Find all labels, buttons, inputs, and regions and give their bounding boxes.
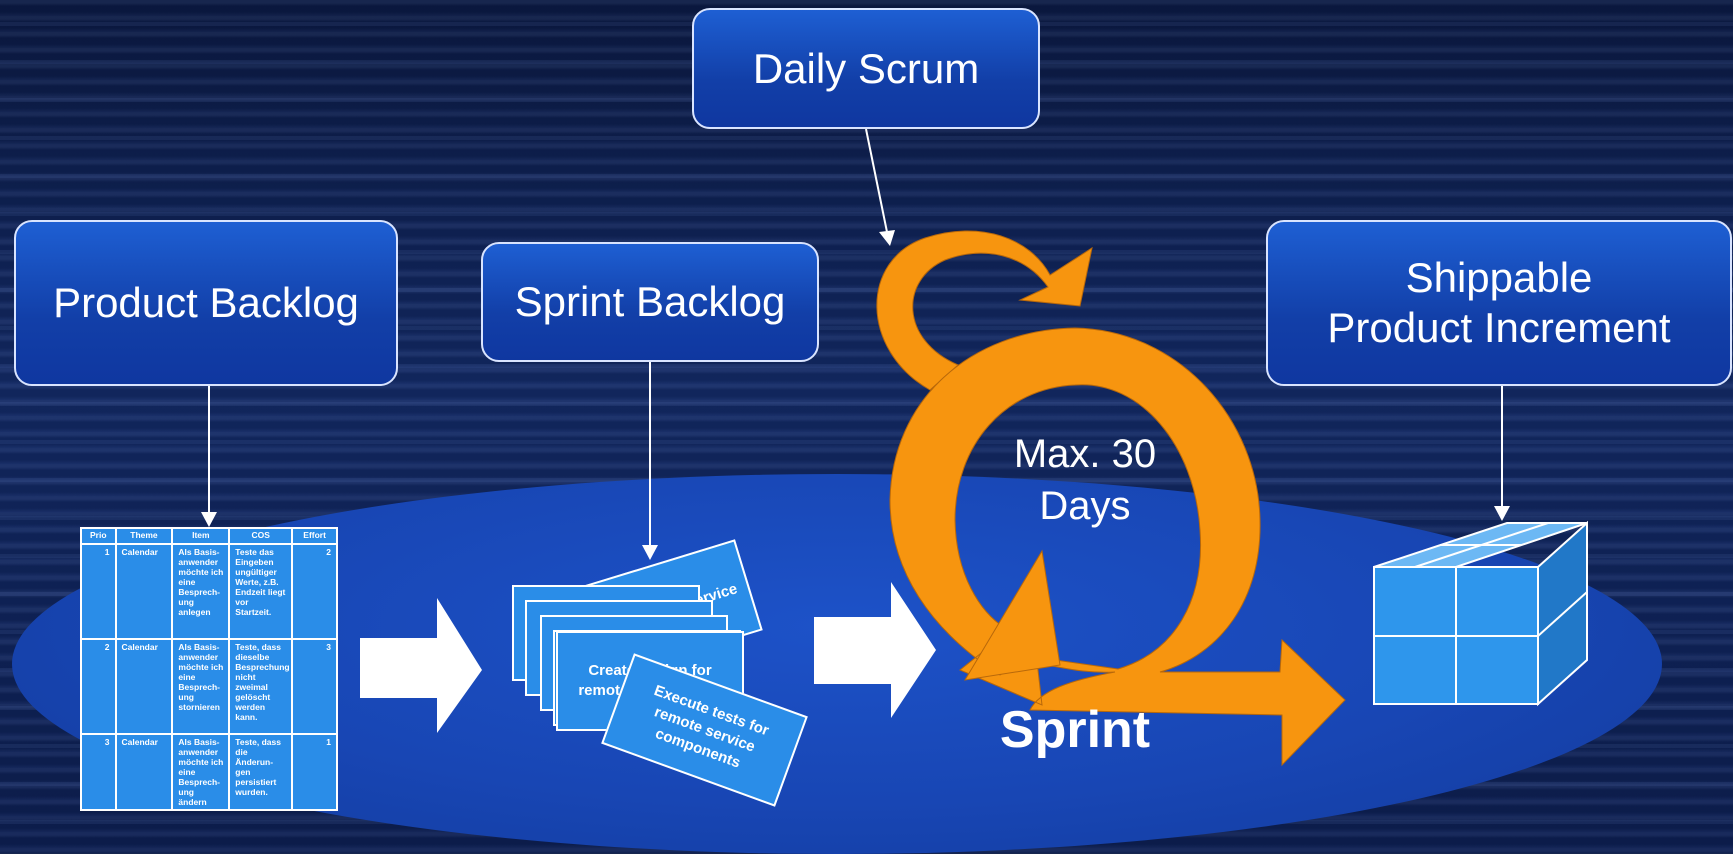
arrowhead-daily-scrum <box>879 230 895 246</box>
sprint-duration-text: Max. 30 Days <box>1013 432 1157 528</box>
cell-theme: Calendar <box>114 638 174 735</box>
connector-daily-scrum <box>865 128 888 233</box>
flow-arrow-2 <box>814 582 936 718</box>
arrowhead-sprint-backlog <box>642 545 658 560</box>
header-prio: Prio <box>80 527 117 545</box>
cell-cos: Teste das Eingeben ungültiger Werte, z.B… <box>228 543 294 640</box>
header-effort: Effort <box>291 527 338 545</box>
table-row: 3 Calendar Als Basis-anwender möchte ich… <box>80 733 338 811</box>
daily-scrum-label: Daily Scrum <box>752 44 980 92</box>
product-backlog-label: Product Backlog <box>53 279 359 326</box>
header-cos: COS <box>228 527 294 545</box>
cell-item: Als Basis-anwender möchte ich eine Bespr… <box>171 733 231 811</box>
cell-effort: 3 <box>291 638 338 735</box>
cell-theme: Calendar <box>114 543 174 640</box>
cell-prio: 1 <box>80 543 117 640</box>
product-backlog-table: Prio Theme Item COS Effort 1 Calendar Al… <box>80 527 338 811</box>
table-row: 1 Calendar Als Basis-anwender möchte ich… <box>80 543 338 640</box>
cell-cos: Teste, dass dieselbe Besprechung nicht z… <box>228 638 294 735</box>
cell-effort: 2 <box>291 543 338 640</box>
cube-side-divider <box>1537 591 1588 637</box>
header-theme: Theme <box>114 527 174 545</box>
cell-prio: 2 <box>80 638 117 735</box>
sprint-cycle-arrow-tip <box>964 549 1061 681</box>
header-item: Item <box>171 527 231 545</box>
arrowhead-product-backlog <box>201 512 217 527</box>
table-row: 2 Calendar Als Basis-anwender möchte ich… <box>80 638 338 735</box>
shippable-increment-box: Shippable Product Increment <box>1266 220 1732 386</box>
arrowhead-shippable <box>1494 506 1510 521</box>
cell-item: Als Basis-anwender möchte ich eine Bespr… <box>171 543 231 640</box>
cell-theme: Calendar <box>114 733 174 811</box>
cell-prio: 3 <box>80 733 117 811</box>
daily-cycle-arrow <box>876 230 1093 391</box>
cell-item: Als Basis-anwender möchte ich eine Bespr… <box>171 638 231 735</box>
product-backlog-box: Product Backlog <box>14 220 398 386</box>
cell-effort: 1 <box>291 733 338 811</box>
shippable-increment-label: Shippable Product Increment <box>1327 254 1671 351</box>
daily-scrum-box: Daily Scrum <box>692 8 1040 129</box>
table-header-row: Prio Theme Item COS Effort <box>80 527 338 545</box>
cell-cos: Teste, dass die Änderun-gen persistiert … <box>228 733 294 811</box>
sprint-backlog-box: Sprint Backlog <box>481 242 819 362</box>
sprint-backlog-label: Sprint Backlog <box>514 278 786 325</box>
sprint-label: Sprint <box>999 701 1151 759</box>
flow-arrow-1 <box>360 598 482 733</box>
